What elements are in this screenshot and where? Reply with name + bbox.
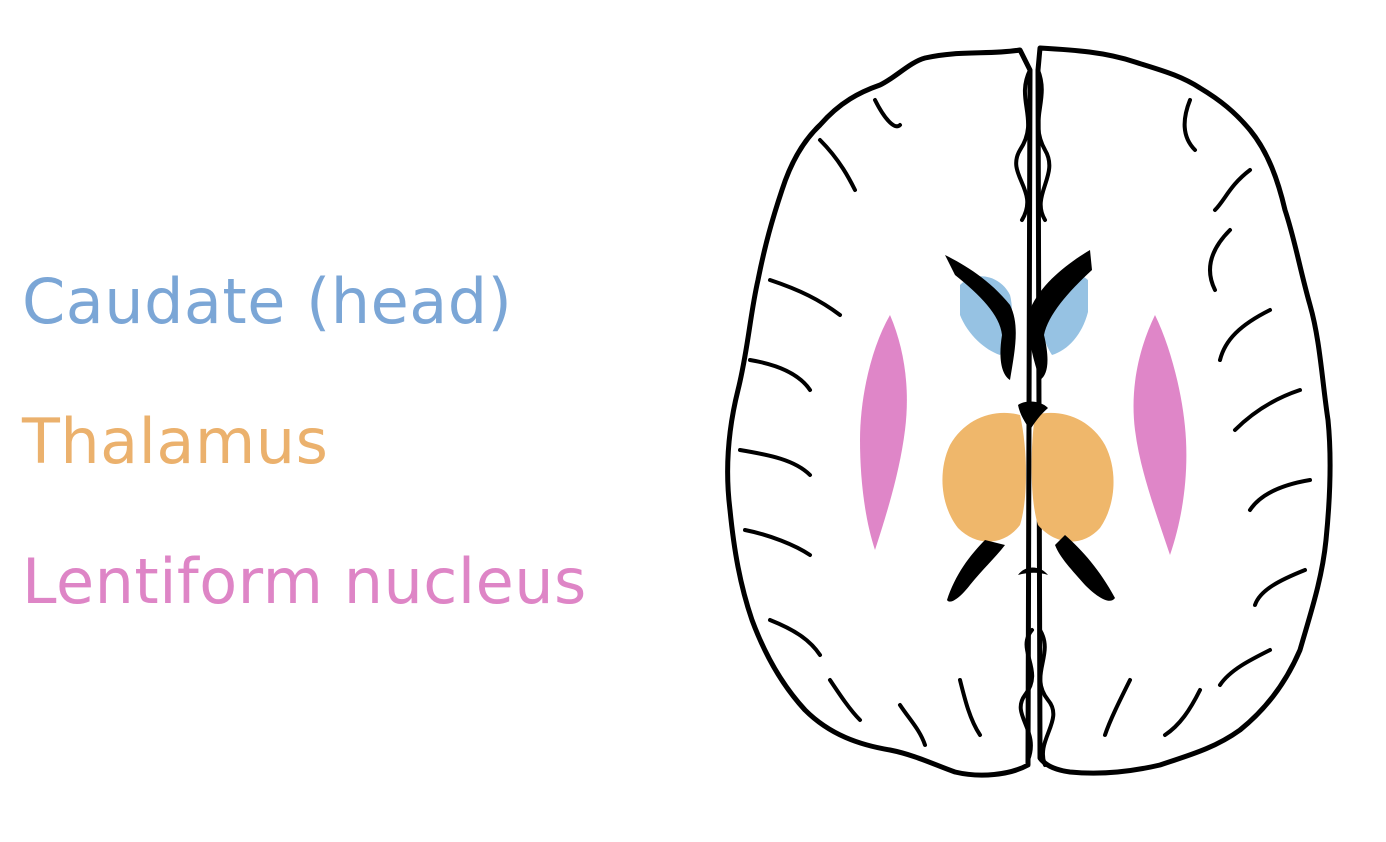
right-frontal-horn [1028, 250, 1092, 380]
right-thalamus [1031, 412, 1114, 542]
brain-axial-section-svg [725, 45, 1333, 778]
left-thalamus [942, 412, 1026, 542]
brain-diagram [710, 30, 1350, 800]
midline-fissure [1014, 68, 1056, 767]
legend-thalamus-label: Thalamus [22, 405, 329, 478]
third-ventricle [1018, 401, 1048, 430]
left-hemisphere-outline [725, 47, 1033, 778]
right-hemisphere-outline [1035, 45, 1333, 776]
legend-lentiform-label: Lentiform nucleus [22, 545, 587, 618]
right-gyri [1103, 98, 1312, 737]
right-occipital-horn [1055, 535, 1115, 601]
legend-caudate-label: Caudate (head) [22, 265, 513, 338]
left-occipital-horn [947, 540, 1005, 602]
left-frontal-horn [945, 255, 1016, 380]
legend: Caudate (head) Thalamus Lentiform nucleu… [22, 232, 622, 652]
left-gyri [738, 98, 982, 747]
left-lentiform-nucleus [860, 315, 907, 550]
posterior-midline-mark [1018, 567, 1048, 575]
right-lentiform-nucleus [1133, 315, 1187, 555]
